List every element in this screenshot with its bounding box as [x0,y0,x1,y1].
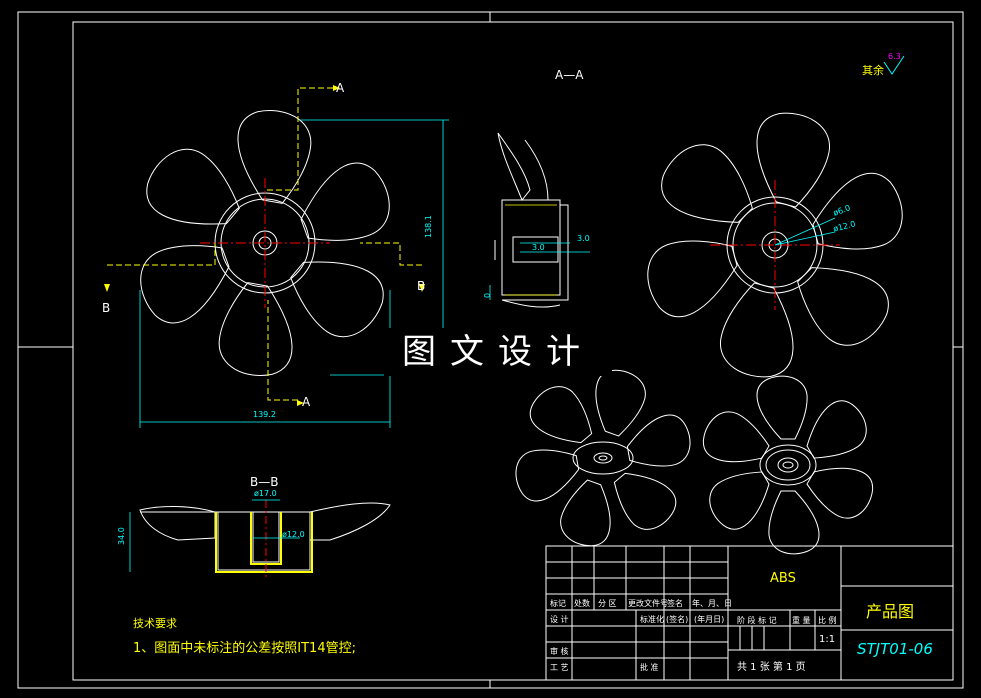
tech-requirements-heading: 技术要求 [133,617,177,630]
watermark-banner: 图文设计 [384,328,612,376]
material-label: ABS [770,571,796,586]
tb-sign-placeholder: (签名) [666,615,689,624]
cut-mark-a-top: A [336,81,345,95]
surface-finish-value: 6.3 [888,52,901,61]
surface-finish-symbol [883,55,905,75]
tb-approve-label: 批 准 [640,663,659,672]
tb-header-count: 处数 [574,599,590,608]
dimension-aa-lower: 3.0 [532,243,545,252]
tb-design-label: 设 计 [550,615,569,624]
section-bb [139,502,391,571]
tb-scale-label: 比 例 [818,616,837,625]
section-aa [494,132,569,308]
drawing-code: STJT01-06 [857,640,933,658]
tb-stage-label: 阶 段 标 记 [737,616,777,625]
dimension-aa-upper: 3.0 [577,234,590,243]
front-view-arrows [104,85,425,406]
iso-view-2 [695,375,881,555]
dimension-bb-outer: ø17.0 [254,489,277,498]
section-bb-label: B—B [250,475,279,489]
front-view-fan [130,104,400,382]
cut-mark-b-right: B [417,279,426,293]
tb-header-sign: 签名 [667,599,683,608]
dimension-width: 139.2 [253,410,276,419]
tb-process-label: 工 艺 [550,663,569,672]
scale-value: 1:1 [819,634,836,645]
section-aa-hatch [505,204,557,296]
cut-mark-a-bottom: A [302,395,311,409]
cut-mark-b-left: B [102,301,111,315]
section-bb-dims [129,499,300,572]
dimension-bb-inner: ø12.0 [282,530,305,539]
tb-header-zone: 分 区 [598,599,617,608]
section-aa-dims [489,242,590,300]
dimension-height: 138.1 [424,215,433,238]
front-view-cut-lines [107,87,422,401]
surface-finish-prefix: 其余 [862,64,884,77]
section-aa-label: A—A [555,68,584,82]
tb-weight-label: 重 量 [792,616,811,625]
iso-view-1 [511,363,695,553]
tb-date-placeholder: (年月日) [694,615,725,624]
dimension-bb-height: 34.0 [117,527,126,545]
front-view-centerlines [200,178,330,308]
drawing-title: 产品图 [866,602,915,621]
title-block-grid [545,545,954,681]
tb-sheets: 共 1 张 第 1 页 [737,662,806,673]
tb-standard-label: 标准化 [640,615,664,624]
right-view-centerlines [710,180,840,310]
front-view-dimensions [139,119,449,428]
drawing-frame [17,11,964,689]
right-view-dims [774,217,836,246]
tb-header-mark: 标记 [550,599,566,608]
section-bb-hatch [215,512,313,573]
tech-requirements-item: 1、图面中未标注的公差按照IT14管控; [133,641,356,656]
dimension-aa-left: 0 [483,292,492,298]
tb-header-date: 年、月、日 [692,599,732,608]
tb-review-label: 审 核 [550,647,569,656]
tb-header-change-doc: 更改文件号 [628,599,668,608]
